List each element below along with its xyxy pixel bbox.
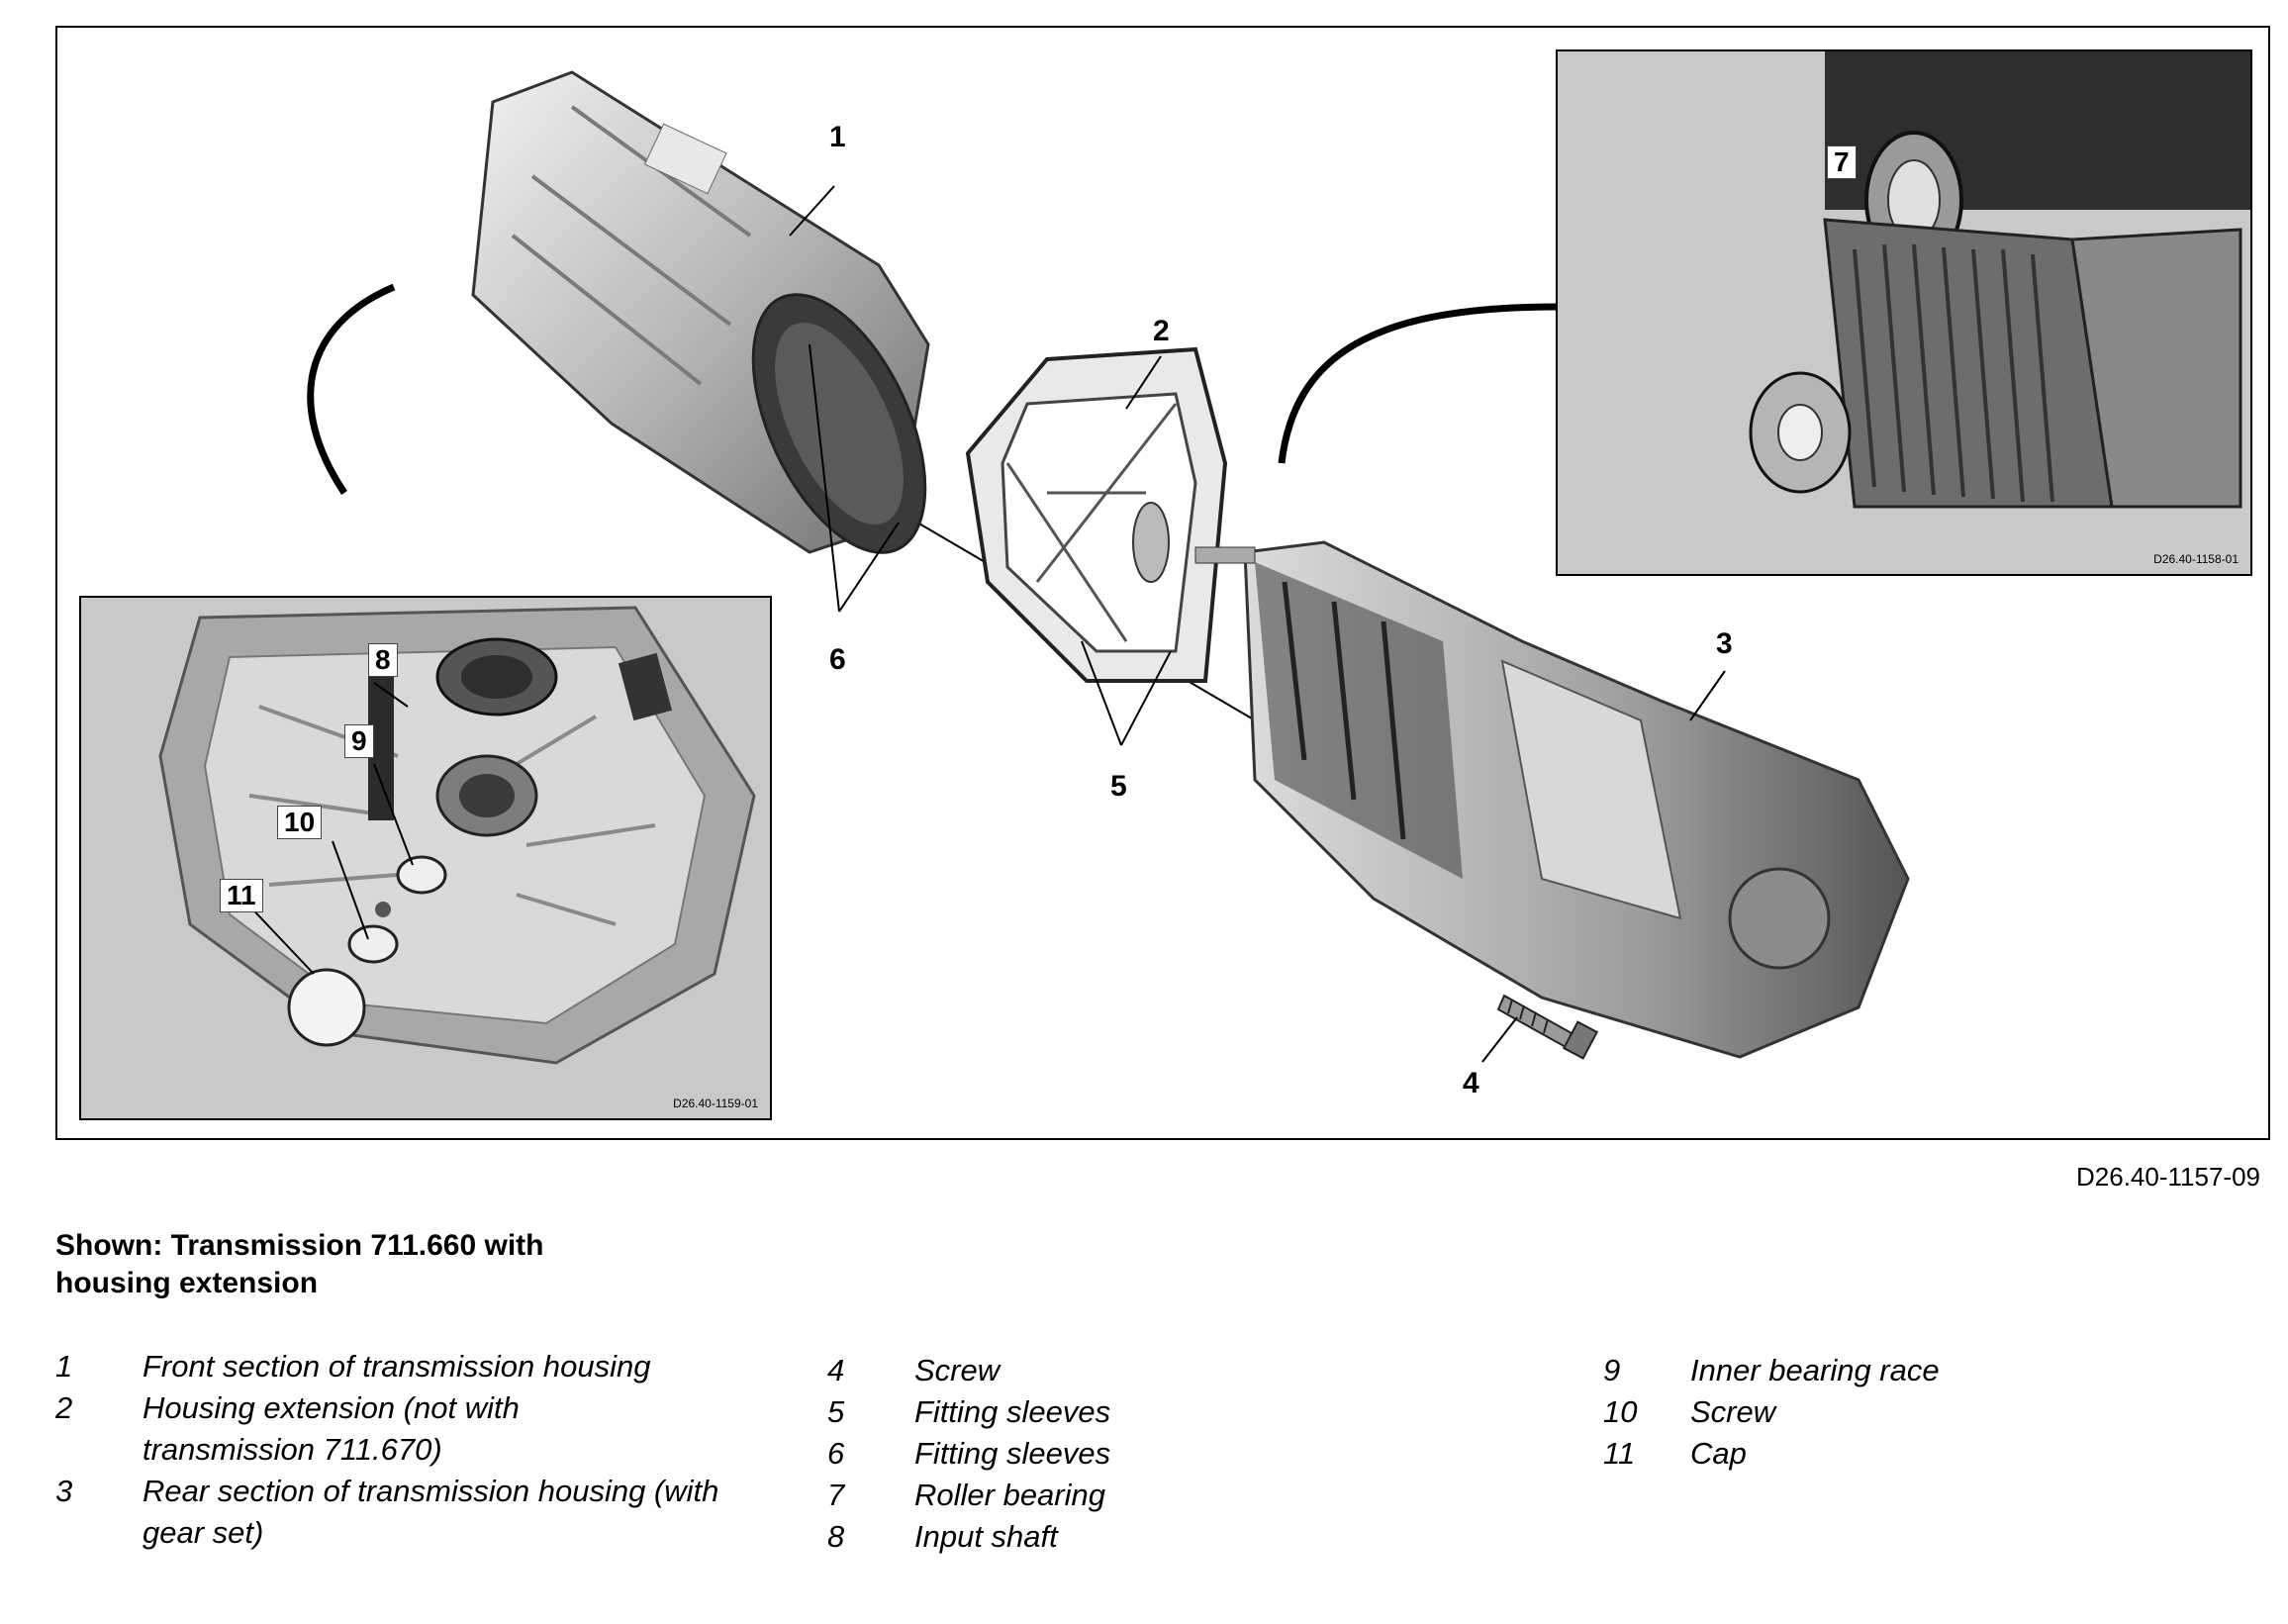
callout-7: 7 — [1827, 145, 1857, 179]
legend-column-3: 9 Inner bearing race 10 Screw 11 Cap — [1603, 1350, 2288, 1475]
legend-number: 9 — [1603, 1353, 1621, 1387]
legend-text: Screw — [914, 1353, 1001, 1387]
legend-text: Input shaft — [914, 1519, 1058, 1554]
legend-number: 2 — [55, 1390, 73, 1425]
left-inset-connector — [307, 283, 396, 495]
inset-right-code: D26.40-1158-01 — [2153, 552, 2239, 566]
legend-item: 1 Front section of transmission housing — [55, 1346, 776, 1387]
rear-transmission-housing — [1194, 540, 1910, 1059]
caption-line-1: Shown: Transmission 711.660 with — [55, 1229, 544, 1262]
callout-1: 1 — [829, 121, 846, 153]
legend-number: 8 — [827, 1519, 845, 1554]
housing-extension — [965, 346, 1228, 683]
caption-line-2: housing extension — [55, 1267, 319, 1299]
callout-9: 9 — [344, 724, 374, 758]
legend-number: 6 — [827, 1436, 845, 1471]
right-inset-connector — [1278, 303, 1558, 464]
legend-item: 11 Cap — [1603, 1433, 2288, 1475]
legend-text: Rear section of transmission housing (wi… — [143, 1474, 719, 1550]
gear-set-detail-inset: 7 D26.40-1158-01 — [1556, 49, 2252, 576]
inset-left-code: D26.40-1159-01 — [673, 1097, 758, 1110]
legend-item: 5 Fitting sleeves — [827, 1391, 1548, 1433]
legend-column-2: 4 Screw 5 Fitting sleeves 6 Fitting slee… — [827, 1350, 1548, 1558]
figure-code: D26.40-1157-09 — [2076, 1162, 2260, 1192]
exploded-view-figure: 1 2 3 4 5 6 7 D26.40-1158-01 — [55, 26, 2270, 1140]
callout-5: 5 — [1110, 770, 1127, 803]
callout-8: 8 — [368, 643, 398, 677]
legend-number: 7 — [827, 1478, 845, 1512]
legend-item: 6 Fitting sleeves — [827, 1433, 1548, 1475]
callout-6: 6 — [829, 643, 846, 676]
legend-item: 10 Screw — [1603, 1391, 2288, 1433]
figure-caption: Shown: Transmission 711.660 with housing… — [55, 1227, 544, 1302]
legend-text: Cap — [1690, 1436, 1747, 1471]
callout-2: 2 — [1153, 315, 1170, 347]
legend-number: 10 — [1603, 1394, 1638, 1429]
legend-number: 3 — [55, 1474, 73, 1508]
callout-10: 10 — [277, 806, 323, 839]
legend-item: 4 Screw — [827, 1350, 1548, 1391]
legend-column-1: 1 Front section of transmission housing … — [55, 1346, 776, 1554]
legend-text: Inner bearing race — [1690, 1353, 1940, 1387]
front-housing-detail-inset: 8 9 10 11 D26.40-1159-01 — [79, 596, 772, 1120]
legend-number: 5 — [827, 1394, 845, 1429]
legend-item: 8 Input shaft — [827, 1516, 1548, 1558]
legend-item: 2 Housing extension (not with transmissi… — [55, 1387, 776, 1471]
legend-number: 11 — [1603, 1436, 1636, 1471]
legend-item: 3 Rear section of transmission housing (… — [55, 1471, 776, 1554]
legend-text: Fitting sleeves — [914, 1394, 1111, 1429]
legend-text: Screw — [1690, 1394, 1776, 1429]
legend-text: Housing extension (not with transmission… — [143, 1390, 520, 1467]
transmission-exploded-drawing — [307, 70, 1910, 1063]
legend-number: 1 — [55, 1349, 73, 1384]
legend-text: Roller bearing — [914, 1478, 1105, 1512]
front-transmission-housing — [471, 70, 930, 554]
leader-lines — [789, 185, 1726, 1063]
legend-item: 7 Roller bearing — [827, 1475, 1548, 1516]
legend-number: 4 — [827, 1353, 845, 1387]
legend-text: Fitting sleeves — [914, 1436, 1111, 1471]
callout-3: 3 — [1716, 627, 1733, 660]
callout-11: 11 — [220, 879, 263, 912]
legend-item: 9 Inner bearing race — [1603, 1350, 2288, 1391]
screw-part — [1496, 994, 1599, 1060]
callout-4: 4 — [1463, 1067, 1479, 1099]
legend-text: Front section of transmission housing — [143, 1349, 651, 1384]
